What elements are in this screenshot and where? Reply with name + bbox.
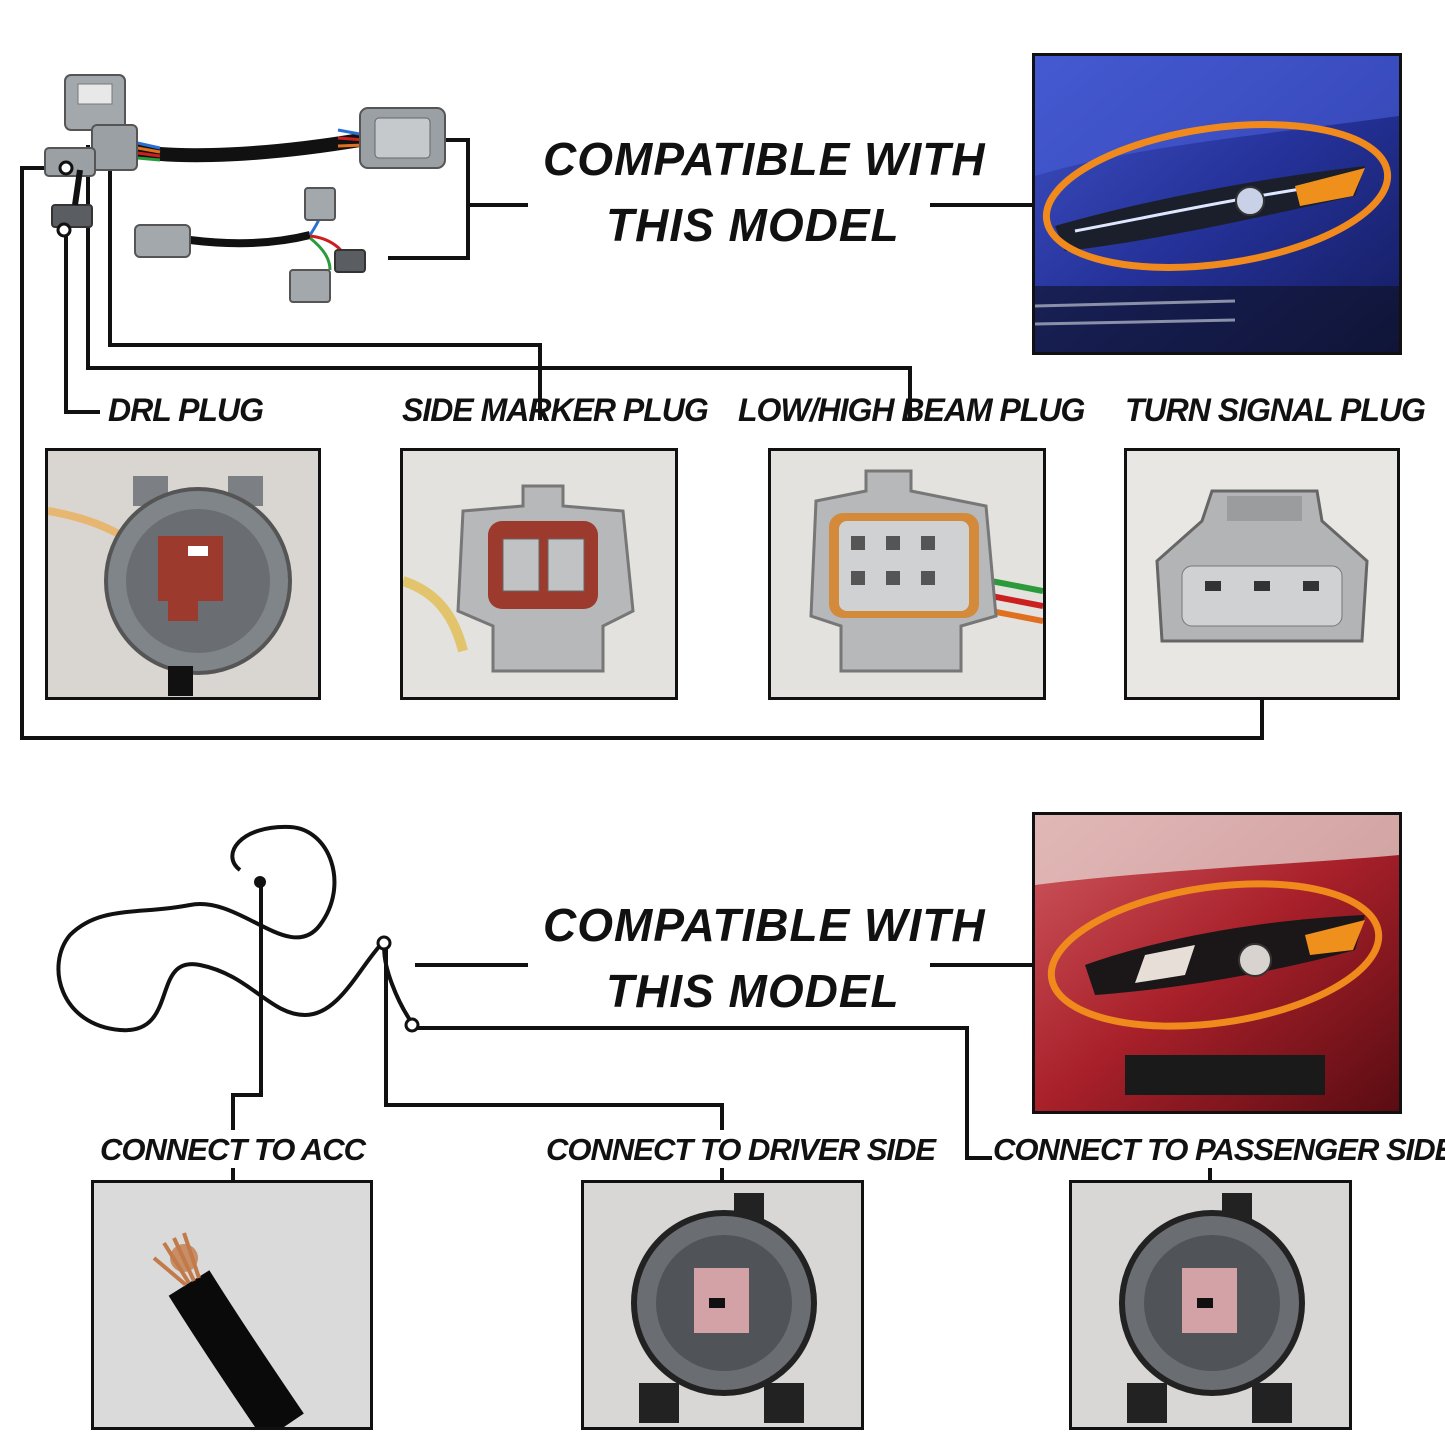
connect-photo-passenger-side (1069, 1180, 1352, 1430)
plug-photo-side-marker (400, 448, 678, 700)
plug-label-drl: DRL PLUG (108, 392, 264, 428)
top-compat-line1: COMPATIBLE WITH (543, 133, 986, 185)
connect-photo-driver-side (581, 1180, 864, 1430)
harness-illustration (44, 74, 446, 303)
car-photo-blue (1032, 53, 1402, 355)
bottom-compat-line1: COMPATIBLE WITH (543, 899, 986, 951)
plug-photo-low-high-beam (768, 448, 1046, 700)
plug-label-turn-signal: TURN SIGNAL PLUG (1125, 392, 1426, 428)
bottom-compat-line2: THIS MODEL (606, 965, 900, 1017)
plug-label-side-marker: SIDE MARKER PLUG (402, 392, 709, 428)
connect-label-acc: CONNECT TO ACC (100, 1132, 366, 1167)
top-compat-line2: THIS MODEL (606, 199, 900, 251)
connect-photo-acc-wire (91, 1180, 373, 1430)
plug-photo-turn-signal (1124, 448, 1400, 700)
connect-label-driver-side: CONNECT TO DRIVER SIDE (546, 1132, 936, 1167)
extension-wire-illustration (56, 824, 420, 1033)
plug-label-low-high-beam: LOW/HIGH BEAM PLUG (738, 392, 1085, 428)
connect-label-passenger-side: CONNECT TO PASSENGER SIDE (993, 1132, 1445, 1167)
plug-photo-drl (45, 448, 321, 700)
car-photo-red (1032, 812, 1402, 1114)
